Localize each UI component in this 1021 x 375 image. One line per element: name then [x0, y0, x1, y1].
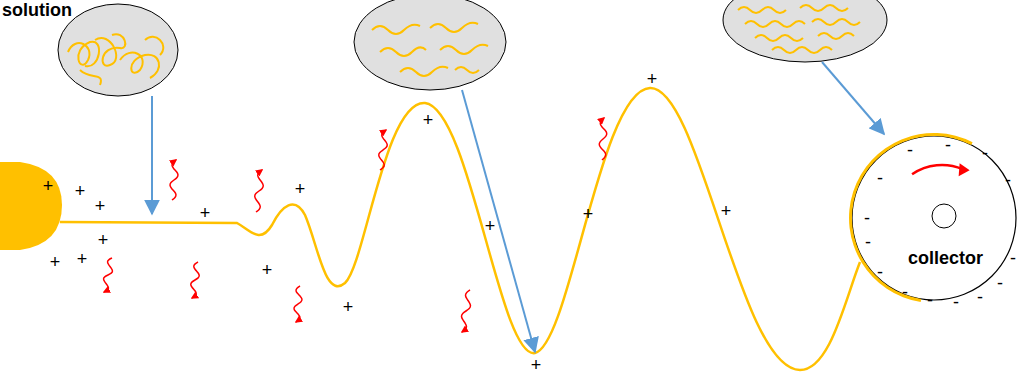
charge-sign: -: [953, 293, 959, 311]
charge-sign: -: [927, 291, 933, 309]
evaporation-arrow: [104, 258, 113, 292]
charge-sign: +: [721, 202, 732, 220]
charge-sign: +: [43, 177, 54, 195]
collector-label: collector: [908, 248, 983, 269]
charge-sign: -: [877, 169, 883, 187]
charge-sign: -: [1010, 249, 1016, 267]
charge-sign: -: [877, 263, 883, 281]
charge-sign: -: [1005, 171, 1011, 189]
charge-sign: +: [423, 111, 434, 129]
charge-sign: -: [982, 144, 988, 162]
charge-sign: +: [98, 231, 109, 249]
charge-sign: +: [50, 253, 61, 271]
collector-drum: collector: [848, 130, 1020, 306]
rotation-arrowhead: [959, 163, 970, 176]
charge-sign: +: [77, 250, 88, 268]
charge-sign: -: [907, 141, 913, 159]
charge-sign: -: [865, 233, 871, 251]
charge-sign: +: [485, 217, 496, 235]
charge-sign: -: [945, 136, 951, 154]
collector-circle: [852, 136, 1016, 300]
evaporation-arrow: [170, 160, 178, 200]
charge-sign: +: [95, 197, 106, 215]
solution-drop: [0, 162, 62, 250]
polymer-jet: [60, 88, 860, 370]
evaporation-arrows: [104, 118, 607, 332]
collector-outline: [848, 130, 1020, 306]
rotation-arrow: [912, 165, 963, 174]
charge-sign: +: [75, 182, 86, 200]
fibre-mat: [849, 133, 973, 302]
charge-sign: -: [864, 209, 870, 227]
charge-sign: +: [531, 356, 542, 374]
evaporation-arrow: [255, 170, 263, 212]
charge-sign: +: [200, 204, 211, 222]
evaporation-arrow: [191, 262, 199, 298]
charge-sign: +: [583, 205, 594, 223]
charge-sign: +: [262, 261, 273, 279]
evaporation-arrow: [379, 130, 387, 170]
charge-sign: +: [343, 298, 354, 316]
evaporation-arrow: [294, 286, 302, 322]
polymer-chains: [68, 5, 860, 85]
section-title: solution: [2, 1, 72, 19]
zoom-leaders: [152, 62, 884, 352]
charge-sign: +: [647, 70, 658, 88]
evaporation-arrow: [599, 118, 606, 160]
charge-sign: +: [295, 180, 306, 198]
evaporation-arrow: [462, 290, 471, 332]
charge-sign: -: [997, 274, 1003, 292]
axle: [932, 204, 956, 228]
charge-sign: -: [977, 288, 983, 306]
charge-sign: -: [902, 283, 908, 301]
zoom-bubbles: [58, 0, 887, 96]
